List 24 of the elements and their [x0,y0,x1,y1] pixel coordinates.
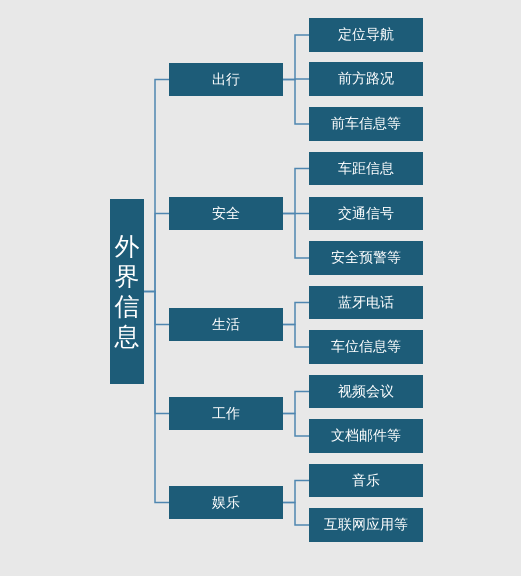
category-box: 生活 [169,308,283,341]
category-box: 前方路况 [309,62,423,96]
connector-line [144,290,169,504]
connector-line [283,78,309,125]
category-box: 音乐 [309,464,423,497]
category-box: 互联网应用等 [309,508,423,542]
category-box: 工作 [169,397,283,430]
category-box: 安全预警等 [309,241,423,275]
category-box: 车距信息 [309,152,423,185]
category-box: 交通信号 [309,197,423,230]
category-box: 出行 [169,63,283,96]
connector-line [283,212,309,259]
category-box: 文档邮件等 [309,419,423,453]
category-box: 定位导航 [309,18,423,52]
connector-line [283,412,309,437]
category-box: 安全 [169,197,283,230]
category-box: 车位信息等 [309,330,423,364]
connector-line [283,502,309,526]
category-box: 娱乐 [169,486,283,519]
category-box: 蓝牙电话 [309,286,423,319]
connector-line [283,324,309,348]
category-box: 视频会议 [309,375,423,408]
root-box: 外界信息 [110,199,144,384]
category-box: 前车信息等 [309,107,423,141]
